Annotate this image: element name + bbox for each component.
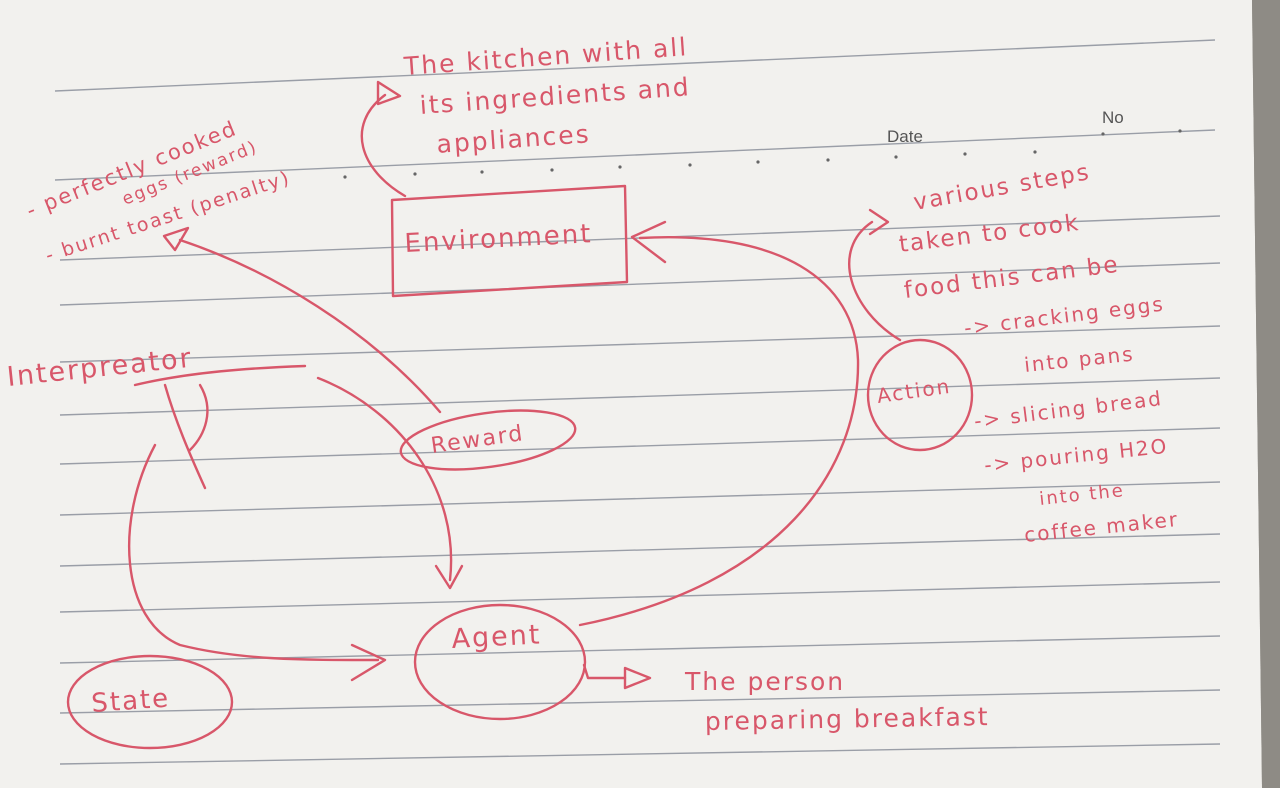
interpreter-underline [133,364,307,387]
arrowhead-agent [434,564,464,590]
arrowhead-environment [630,220,667,264]
arrowhead-environment-note [376,80,402,106]
arrow-action-note [848,220,902,342]
reward-ellipse [399,409,577,471]
no-label: No [1102,108,1124,127]
arrow-reward-note [178,238,442,414]
arrowhead-reward-note [162,226,190,252]
arrow-agent-note [582,663,627,680]
agent-circle [413,603,587,721]
environment-box [390,184,629,298]
state-label: State [90,684,171,719]
interpreter-hook [163,383,209,490]
date-label: Date [887,127,923,146]
agent-note-line-1: The person [684,667,845,696]
agent-label: Agent [451,619,542,655]
arrowhead-action-note [868,208,890,236]
arrow-environment-note [360,93,407,198]
agent-note: The person preparing breakfast [684,667,990,736]
paper-shadow [1252,0,1280,788]
arrow-agent-to-environment [578,235,860,627]
agent-note-line-2: preparing breakfast [705,702,990,736]
date-dots [343,129,1182,179]
arrow-interpreter-to-agent [316,376,453,582]
arrowhead-state-agent [350,643,387,682]
arrowhead-agent-note [623,666,652,690]
state-ellipse [66,654,234,750]
action-circle [866,338,974,452]
arrow-state-to-agent [127,443,380,662]
